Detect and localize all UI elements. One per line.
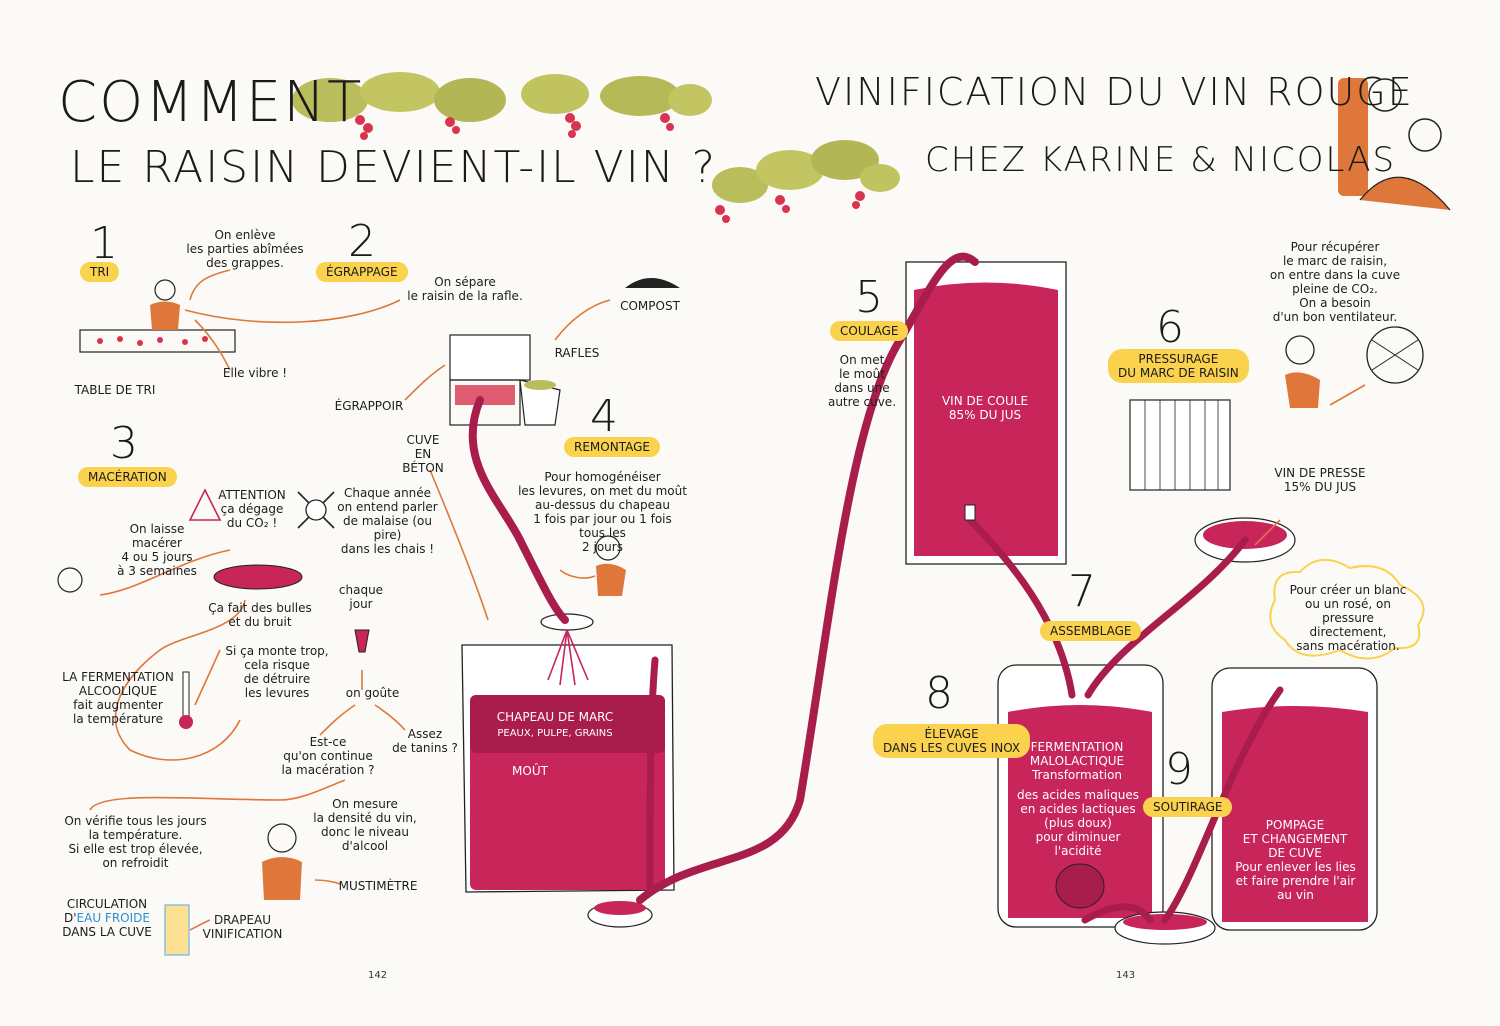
step-3-tag: MACÉRATION <box>78 467 177 487</box>
destemmer-machine <box>449 334 561 426</box>
step-9-tag: SOUTIRAGE <box>1143 797 1233 817</box>
bulles-note: Ça fait des bulles et du bruit <box>208 601 312 629</box>
remontage-note: Pour homogénéiser les levures, on met du… <box>518 470 687 554</box>
compost-heap <box>625 278 680 288</box>
coulage-vat <box>905 261 1067 565</box>
ventilator <box>1285 326 1424 408</box>
wine-pipes <box>468 252 1284 924</box>
fermentation-note: LA FERMENTATION ALCOOLIQUE fait augmente… <box>62 670 174 726</box>
cuve-beton-label: CUVE EN BÉTON <box>402 433 444 475</box>
vine-garland-top <box>292 72 712 140</box>
pompage-body: Pour enlever les lies et faire prendre l… <box>1235 860 1356 902</box>
maceration-details <box>164 488 370 956</box>
chapeau-label: CHAPEAU DE MARC <box>496 710 614 724</box>
gouter-note: on goûte <box>345 686 400 700</box>
monte-note: Si ça monte trop, cela risque de détruir… <box>225 644 329 700</box>
flow-arrows <box>89 269 1366 931</box>
pompage-title: POMPAGE ET CHANGEMENT DE CUVE <box>1242 818 1348 860</box>
sorting-table <box>79 279 236 353</box>
step-5-tag: COULAGE <box>830 321 909 341</box>
step-9-number: 9 <box>1165 744 1193 795</box>
coulage-note: On met le moût dans une autre cuve. <box>827 353 897 409</box>
step-1-tag: TRI <box>80 262 120 282</box>
blanc-note: Pour créer un blanc ou un rosé, on press… <box>1289 583 1407 653</box>
macerer-note: On laisse macérer 4 ou 5 jours à 3 semai… <box>117 522 197 578</box>
title-right-line2: CHEZ KARINE & NICOLAS <box>925 140 1397 180</box>
step-5-number: 5 <box>855 272 883 323</box>
page-number-right: 143 <box>1116 970 1136 981</box>
step-7-number: 7 <box>1068 566 1096 617</box>
fermentation-malo-title: FERMENTATION MALOLACTIQUE <box>1029 740 1125 768</box>
tanins-note: Assez de tanins ? <box>392 727 458 755</box>
step-1-number: 1 <box>90 218 118 269</box>
circulation-label: CIRCULATION D'EAU FROIDE DANS LA CUVE <box>52 897 162 939</box>
title-right-line1: VINIFICATION DU VIN ROUGE <box>815 70 1414 114</box>
step-2-tag: ÉGRAPPAGE <box>316 262 408 282</box>
mustimetre-label: MUSTIMÈTRE <box>338 879 418 893</box>
elevage-vat <box>997 664 1164 928</box>
rafles-label: RAFLES <box>554 346 600 360</box>
attention-note: ATTENTION ça dégage du CO₂ ! <box>218 488 286 530</box>
chaque-jour-note: chaque jour <box>338 583 384 611</box>
drapeau-label: DRAPEAU VINIFICATION <box>202 913 283 941</box>
step-8-number: 8 <box>925 668 953 719</box>
step-3-number: 3 <box>110 418 138 469</box>
title-left-line2: LE RAISIN DEVIENT-IL VIN ? <box>70 142 717 193</box>
vin-coule-label: VIN DE COULE 85% DU JUS <box>941 394 1029 422</box>
step-8-tag: ÉLEVAGE DANS LES CUVES INOX <box>873 724 1031 758</box>
step-4-number: 4 <box>590 391 618 442</box>
step-6-number: 6 <box>1156 302 1184 353</box>
step-7-tag: ASSEMBLAGE <box>1040 621 1142 641</box>
title-left-line1: COMMENT <box>58 70 364 135</box>
circulation-text-a: CIRCULATION D' <box>64 897 148 925</box>
concrete-vat <box>461 613 675 928</box>
step-4-tag: REMONTAGE <box>564 437 660 457</box>
taster-figure <box>57 535 626 900</box>
continue-note: Est-ce qu'on continue la macération ? <box>281 735 375 777</box>
couple-portrait <box>1338 78 1451 211</box>
chapeau-sub-label: PEAUX, PULPE, GRAINS <box>497 728 613 739</box>
tri-note: On enlève les parties abîmées des grappe… <box>186 228 304 270</box>
page-number-left: 142 <box>368 970 388 981</box>
fermentation-malo-sub: Transformation <box>1031 768 1123 782</box>
step-6-tag: PRESSURAGE DU MARC DE RAISIN <box>1108 349 1249 383</box>
mesure-note: On mesure la densité du vin, donc le niv… <box>313 797 417 853</box>
step-2-number: 2 <box>348 216 376 267</box>
malaise-note: Chaque année on entend parler de malaise… <box>337 486 438 556</box>
verifie-note: On vérifie tous les jours la température… <box>64 814 207 870</box>
mout-label: MOÛT <box>512 764 548 778</box>
vine-garland-middle <box>712 140 900 223</box>
egrappoir-label: ÉGRAPPOIR <box>334 399 404 413</box>
circulation-text-blue: EAU FROIDE <box>76 911 150 925</box>
compost-label: COMPOST <box>620 299 680 313</box>
table-label: TABLE DE TRI <box>74 383 156 397</box>
tap-valve <box>964 504 976 521</box>
note-cloud <box>1269 559 1425 660</box>
vin-presse-label: VIN DE PRESSE 15% DU JUS <box>1274 466 1366 494</box>
fermentation-malo-body: des acides maliques en acides lactiques … <box>1017 788 1139 858</box>
circulation-text-b: DANS LA CUVE <box>62 925 152 939</box>
pressurage-note: Pour récupérer le marc de raisin, on ent… <box>1269 240 1401 324</box>
egrappage-note: On sépare le raisin de la rafle. <box>407 275 523 303</box>
vibre-label: Elle vibre ! <box>222 366 288 380</box>
